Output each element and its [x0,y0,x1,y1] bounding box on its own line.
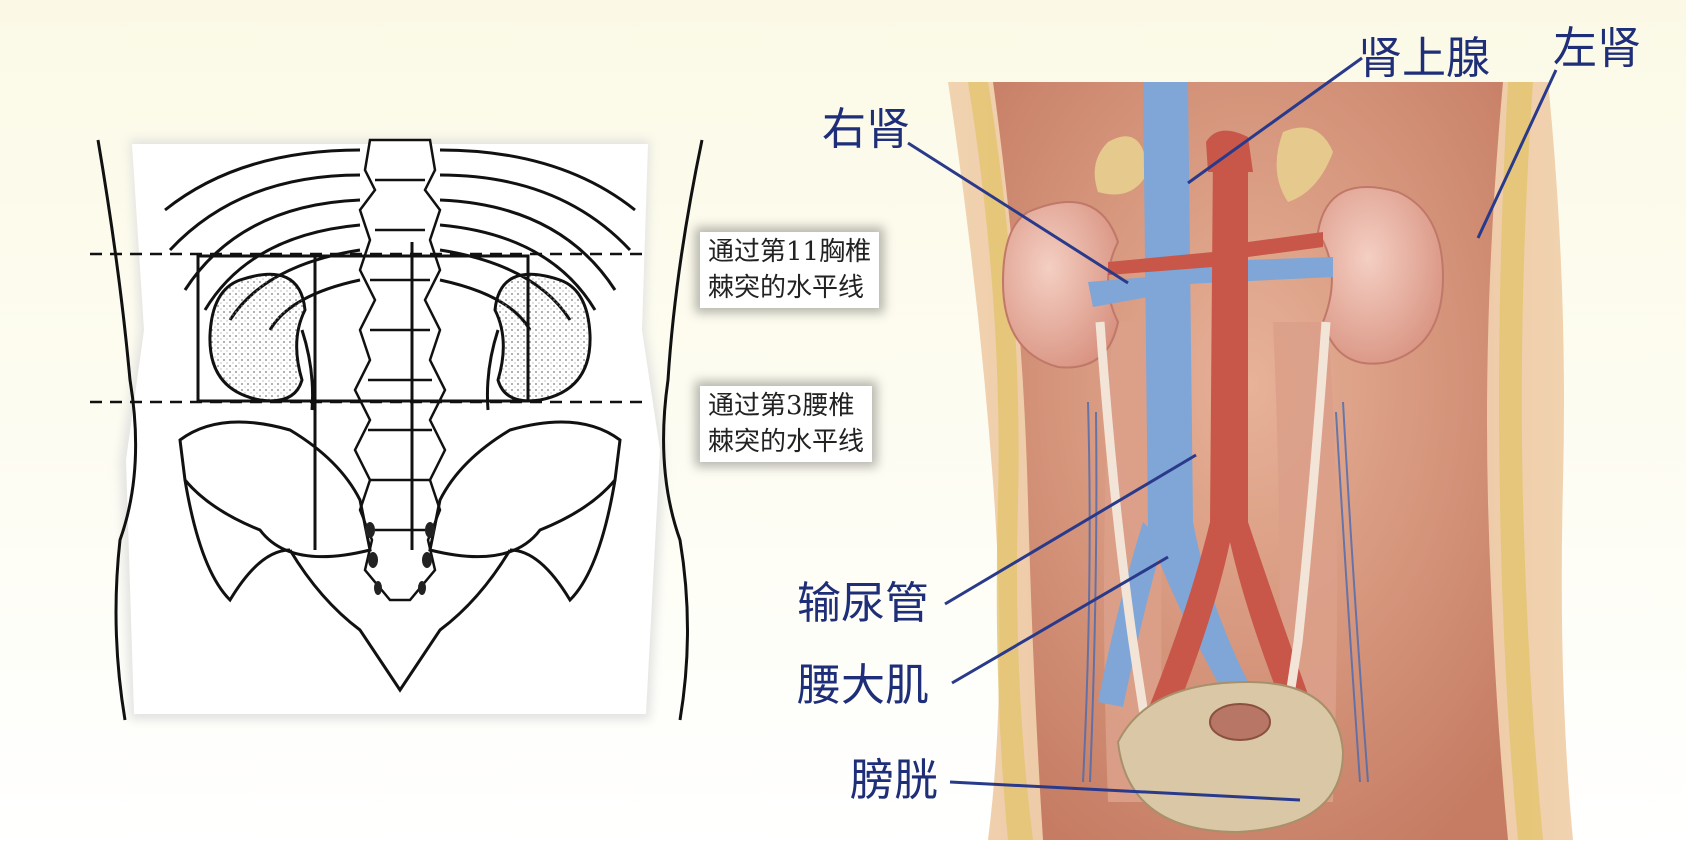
right-kidney-label: 右肾 [822,104,910,155]
bladder-label: 膀胱 [850,755,938,806]
left-kidney [1316,186,1445,365]
adrenal-leader-line [1187,56,1363,185]
left-adrenal-gland [1276,127,1333,202]
ureter-label: 输尿管 [797,578,929,629]
adrenal-gland-label: 肾上腺 [1358,33,1490,84]
t11-line-label: 通过第11胸椎 棘突的水平线 [700,232,880,308]
kidney-position-diagram [90,130,710,730]
urinary-system-illustration [948,82,1638,840]
bladder-leader-line [949,780,1301,802]
abdominal-aorta [1143,152,1318,732]
right-adrenal-gland [1094,136,1148,195]
pelvis [178,420,622,693]
psoas-major-label: 腰大肌 [797,660,929,711]
left-kidney-label: 左肾 [1553,23,1641,74]
ureter-leader-line [944,453,1197,606]
torso-skeleton-drawing [90,138,704,721]
psoas-leader-line [951,555,1169,685]
left-kidney-leader-line [1476,69,1558,239]
inferior-vena-cava [1143,82,1248,692]
sacral-foramina [365,522,435,595]
right-kidney-leader-line [907,141,1129,285]
l3-line-label: 通过第3腰椎 棘突的水平线 [700,386,873,462]
abdomen-anatomy-drawing [948,82,1573,840]
